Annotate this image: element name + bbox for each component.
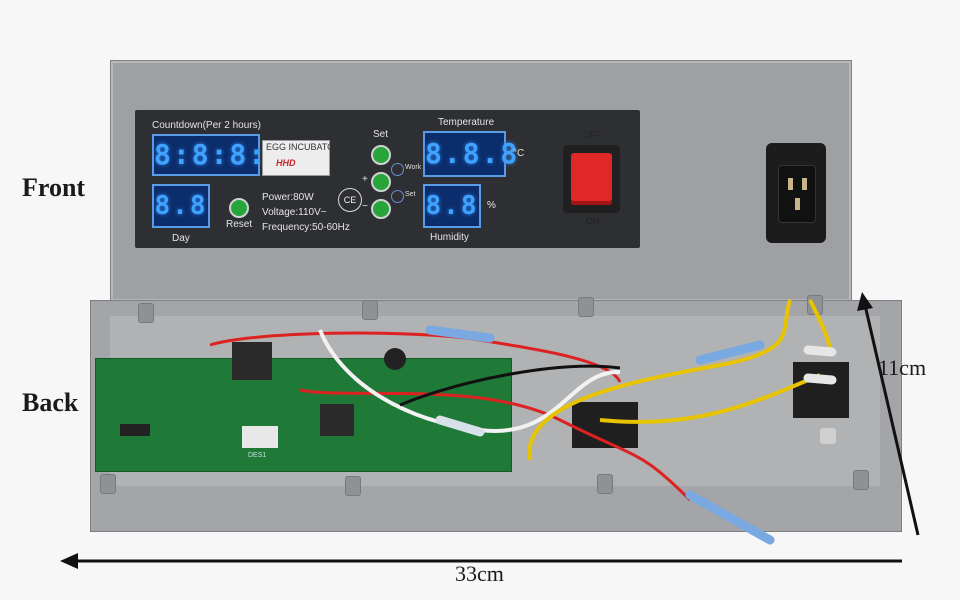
height-arrowhead	[857, 292, 873, 311]
socket-pin	[802, 178, 807, 190]
reset-label: Reset	[226, 219, 253, 230]
microcontroller	[320, 404, 354, 436]
logo-box	[262, 140, 330, 176]
circuit-board	[95, 358, 512, 472]
blue-connector	[695, 340, 765, 365]
socket-pin	[788, 178, 793, 190]
blue-connector	[685, 490, 775, 545]
set-button[interactable]	[371, 145, 391, 165]
clear-connector	[435, 415, 485, 437]
work-indicator	[391, 163, 404, 176]
temperature-display: 8.8.8	[423, 131, 517, 177]
tray-fuse-holder	[793, 362, 849, 418]
yellow-wire	[527, 299, 792, 461]
voltage-spec: Voltage:110V~	[262, 207, 327, 218]
plus-label: +	[362, 174, 368, 185]
clear-connector	[803, 373, 837, 385]
socket-face	[778, 165, 816, 223]
work-label: Work	[405, 164, 422, 171]
temperature-label: Temperature	[438, 117, 495, 128]
frequency-spec: Frequency:50-60Hz	[262, 222, 350, 233]
yellow-wire	[808, 299, 832, 353]
humidity-label: Humidity	[430, 232, 469, 243]
day-label: Day	[172, 233, 190, 244]
buzzer	[384, 348, 406, 370]
set-label: Set	[373, 129, 389, 140]
yellow-wire	[599, 373, 821, 424]
mounting-post	[853, 470, 869, 490]
nut	[820, 428, 836, 444]
mounting-post	[597, 474, 613, 494]
white-wire	[318, 329, 621, 433]
mounting-post	[362, 300, 378, 320]
countdown-label: Countdown(Per 2 hours)	[152, 120, 261, 131]
mounting-post	[100, 474, 116, 494]
mounting-post	[578, 297, 594, 317]
ce-mark: CE	[338, 188, 362, 212]
off-label: OFF	[583, 130, 601, 140]
back-label: Back	[22, 388, 79, 417]
front-label: Front	[22, 173, 86, 202]
day-display: 8.8	[152, 184, 210, 228]
set-indicator-label: Set	[405, 191, 416, 198]
minus-label: −	[362, 201, 368, 212]
black-wire	[399, 364, 621, 407]
product-name: EGG INCUBATOR	[266, 142, 341, 152]
reset-button[interactable]	[229, 198, 249, 218]
width-dimension: 33cm	[455, 561, 504, 586]
pcb-code: DES1	[248, 452, 267, 459]
power-switch[interactable]	[571, 153, 612, 205]
humidity-unit: %	[487, 200, 496, 211]
power-spec: Power:80W	[262, 192, 314, 203]
height-dimension: 11cm	[878, 355, 927, 380]
ic-chip	[120, 424, 150, 436]
on-label: ON	[586, 216, 600, 226]
relay	[232, 342, 272, 380]
plus-button[interactable]	[371, 172, 391, 192]
clear-connector	[803, 345, 837, 357]
width-arrowhead	[60, 553, 78, 569]
mounting-post	[138, 303, 154, 323]
red-wire	[299, 388, 692, 502]
humidity-display: 8.8	[423, 184, 481, 228]
red-wire	[209, 331, 622, 383]
mounting-post	[345, 476, 361, 496]
minus-button[interactable]	[371, 199, 391, 219]
brand-logo: HHD	[276, 158, 296, 168]
blue-connector	[425, 325, 495, 343]
connector	[242, 426, 278, 448]
height-arrow	[863, 304, 920, 536]
socket-pin	[795, 198, 800, 210]
set-indicator	[391, 190, 404, 203]
temperature-unit: °C	[513, 148, 525, 159]
